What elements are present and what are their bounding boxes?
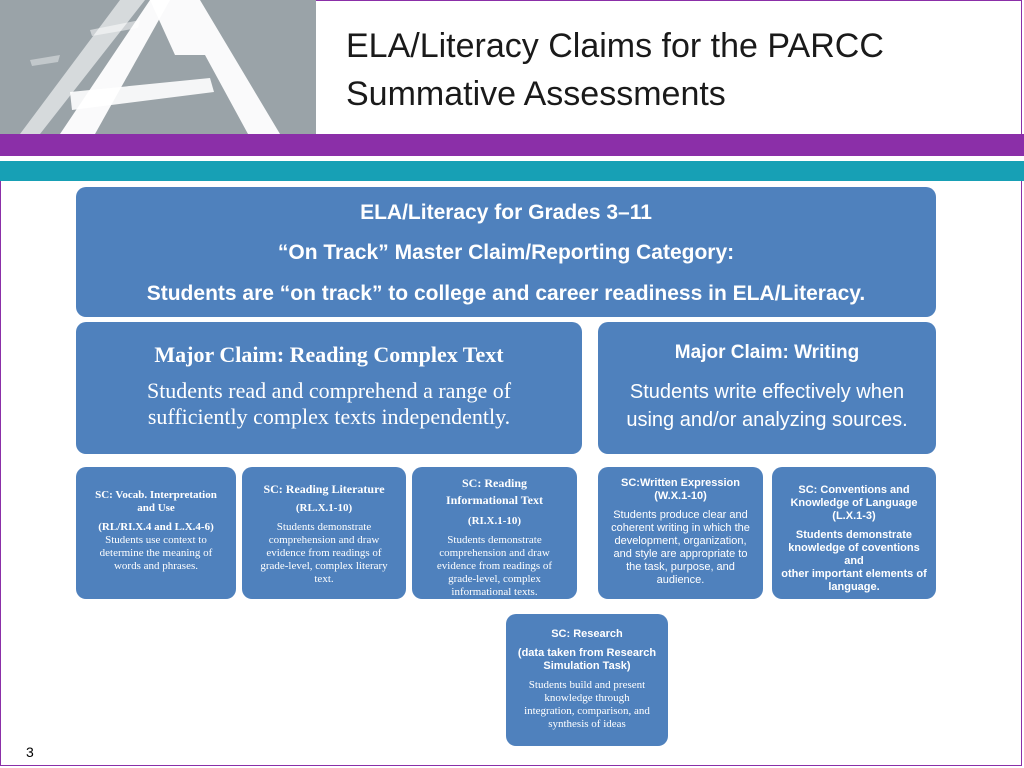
sub-claim-informational-title-line-1: SC: Reading <box>461 476 527 490</box>
sub-claim-conventions-title-line-1: SC: Conventions and <box>798 484 910 496</box>
sub-claim-conventions-box: SC: Conventions and Knowledge of Languag… <box>772 467 936 599</box>
sub-claim-research-note-line-2: Simulation Task) <box>543 660 631 672</box>
sub-claim-informational-body-line-3: evidence from readings of <box>436 560 553 572</box>
sub-claim-literature-box: SC: Reading Literature (RL.X.1-10) Stude… <box>242 467 406 599</box>
logo-a-icon <box>0 0 316 134</box>
sub-claim-vocab-body-line-1: Students use context to <box>105 534 207 546</box>
master-claim-box: ELA/Literacy for Grades 3–11 “On Track” … <box>76 187 936 317</box>
sub-claim-literature-body-line-1: Students demonstrate <box>276 521 372 533</box>
sub-claim-conventions-body-line-4: language. <box>828 581 880 593</box>
teal-band <box>0 161 1024 181</box>
sub-claim-written-expression-code: (W.X.1-10) <box>654 490 707 502</box>
sub-claim-literature-body-line-3: evidence from readings of <box>266 547 382 559</box>
sub-claim-written-expression-body-line-1: Students produce clear and <box>613 509 748 521</box>
title-line-1: ELA/Literacy Claims for the PARCC <box>346 27 884 65</box>
sub-claim-written-expression-body-line-4: and style are appropriate to <box>613 548 748 560</box>
reading-claim-body-line-2: sufficiently complex texts independently… <box>147 404 511 429</box>
sub-claim-informational-body-line-4: grade-level, complex <box>448 573 541 585</box>
page-number: 3 <box>26 744 34 760</box>
sub-claim-informational-box: SC: Reading Informational Text (RI.X.1-1… <box>412 467 577 599</box>
sub-claim-literature-title: SC: Reading Literature <box>263 482 385 496</box>
sub-claim-vocab-box: SC: Vocab. Interpretation and Use (RL/RI… <box>76 467 236 599</box>
reading-claim-box: Major Claim: Reading Complex Text Studen… <box>76 322 582 454</box>
sub-claim-literature-body-line-5: text. <box>314 573 334 585</box>
band-divider <box>0 156 1024 161</box>
sub-claim-conventions-code: (L.X.1-3) <box>832 510 876 522</box>
purple-band <box>0 134 1024 156</box>
writing-claim-body-line-1: Students write effectively when <box>629 381 905 403</box>
sub-claim-written-expression-box: SC:Written Expression (W.X.1-10) Student… <box>598 467 763 599</box>
sub-claim-informational-body-line-2: comprehension and draw <box>439 547 550 559</box>
sub-claim-vocab-body-line-3: words and phrases. <box>113 560 198 572</box>
writing-claim-box: Major Claim: Writing Students write effe… <box>598 322 936 454</box>
sub-claim-written-expression-body-line-3: development, organization, <box>614 535 747 547</box>
sub-claim-vocab-body-line-2: determine the meaning of <box>99 547 213 559</box>
master-claim-line-1: ELA/Literacy for Grades 3–11 <box>360 201 652 224</box>
master-claim-line-2: “On Track” Master Claim/Reporting Catego… <box>277 241 735 264</box>
sub-claim-vocab-title-line-1: SC: Vocab. Interpretation <box>95 489 217 501</box>
sub-claim-conventions-title-line-2: Knowledge of Language <box>790 497 918 509</box>
logo <box>0 0 316 134</box>
writing-claim-body-line-2: using and/or analyzing sources. <box>626 409 908 431</box>
slide-title: ELA/Literacy Claims for the PARCC Summat… <box>346 22 986 118</box>
master-claim-line-3: Students are “on track” to college and c… <box>146 282 866 305</box>
title-line-2: Summative Assessments <box>346 75 726 113</box>
sub-claim-literature-body-line-4: grade-level, complex literary <box>260 560 388 572</box>
sub-claim-research-note-line-1: (data taken from Research <box>517 647 657 659</box>
sub-claim-research-box: SC: Research (data taken from Research S… <box>506 614 668 746</box>
reading-claim-body-line-1: Students read and comprehend a range of <box>146 378 512 403</box>
sub-claim-research-body-line-1: Students build and present <box>528 679 646 691</box>
sub-claim-research-body-line-3: integration, comparison, and <box>524 705 650 717</box>
writing-claim-title: Major Claim: Writing <box>674 342 860 363</box>
sub-claim-literature-body-line-2: comprehension and draw <box>268 534 380 546</box>
sub-claim-literature-code: (RL.X.1-10) <box>295 502 353 514</box>
sub-claim-research-body-line-2: knowledge through <box>544 692 630 704</box>
sub-claim-informational-body-line-5: informational texts. <box>451 586 538 598</box>
sub-claim-written-expression-body-line-2: coherent writing in which the <box>611 522 750 534</box>
sub-claim-conventions-body-line-2: knowledge of coventions and <box>788 542 920 567</box>
sub-claim-conventions-body-line-1: Students demonstrate <box>795 529 913 541</box>
sub-claim-informational-title-line-2: Informational Text <box>445 493 543 507</box>
sub-claim-conventions-body-line-3: other important elements of <box>781 568 927 580</box>
sub-claim-research-title: SC: Research <box>551 628 623 640</box>
sub-claim-informational-code: (RI.X.1-10) <box>467 515 522 527</box>
writing-claim-body: Students write effectively when using an… <box>598 378 936 434</box>
sub-claim-vocab-code: (RL/RI.X.4 and L.X.4-6) <box>98 521 214 533</box>
sub-claim-written-expression-title: SC:Written Expression <box>621 477 740 489</box>
reading-claim-title: Major Claim: Reading Complex Text <box>154 342 504 367</box>
sub-claim-research-body-line-4: synthesis of ideas <box>548 718 626 730</box>
sub-claim-vocab-title-line-2: and Use <box>137 502 175 514</box>
sub-claim-informational-body-line-1: Students demonstrate <box>447 534 542 546</box>
sub-claim-written-expression-body-line-6: audience. <box>656 574 705 586</box>
sub-claim-written-expression-body-line-5: the task, purpose, and <box>626 561 735 573</box>
reading-claim-body: Students read and comprehend a range of … <box>76 378 582 430</box>
